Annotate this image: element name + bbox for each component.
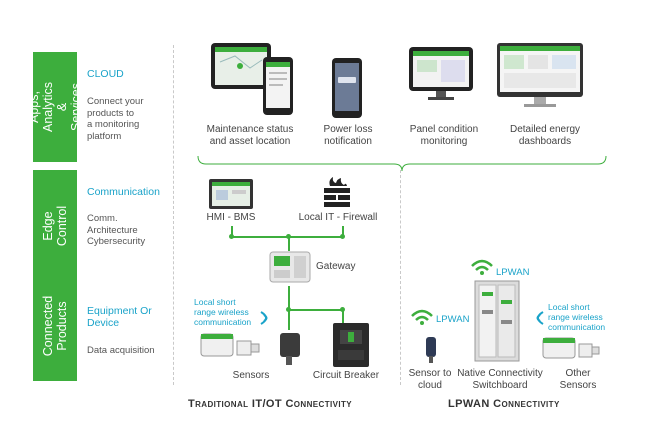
cap-gateway: Gateway [316,261,356,272]
layer-band-apps: Apps, Analytics & Services [27,52,83,162]
heading-traditional: Traditional IT/OT Connectivity [188,398,352,410]
cap-other-sensors: Other Sensors [559,368,597,391]
heading-lpwan: LPWAN Connectivity [448,398,560,410]
net-line-sensor-drop [288,310,290,330]
sensor-icon [200,333,234,357]
switchboard-icon [474,280,520,362]
cap-circuit-breaker: Circuit Breaker [312,370,380,381]
net-line-gw-up [288,237,290,251]
net-node [286,234,291,239]
tablet-icon [211,43,271,89]
lpwan-label-top: LPWAN [496,267,530,278]
net-line-fw-drop [342,226,344,237]
layer-desc-equipment: Data acquisition [87,345,155,356]
cap-sensor-to-cloud: Sensor to cloud [408,368,452,391]
sensor-icon [280,333,300,365]
layer-title-cloud: CLOUD [87,68,124,80]
wifi-icon [536,311,544,325]
sensor-icon [236,340,260,356]
cap-power-loss: Power loss notification [323,124,373,147]
layer-desc-communication: Comm. Architecture Cybersecurity [87,213,146,247]
net-line-breaker-drop [342,310,344,324]
sensor-icon [426,337,436,363]
cap-sensors: Sensors [232,370,270,381]
layer-band-edge: Edge Control [33,170,77,282]
net-node [229,234,234,239]
net-line-hmi-drop [231,226,233,237]
firewall-icon [324,177,350,207]
cap-maintenance: Maintenance status and asset location [206,124,294,147]
layer-band-products-label: Connected Products [41,295,69,357]
separator-left [173,45,174,385]
sensor-icon [542,337,576,359]
layer-band-apps-label: Apps, Analytics & Services [27,81,84,133]
layer-title-equipment: Equipment Or Device [87,305,152,329]
cap-panel-condition: Panel condition monitoring [409,124,479,147]
cap-energy-dashboards: Detailed energy dashboards [509,124,581,147]
gateway-icon [269,251,311,283]
net-node [340,234,345,239]
lpwan-label-left: LPWAN [436,314,470,325]
lpwan-wireless-label: Local short range wireless communication [548,302,606,332]
layer-desc-cloud: Connect your products to a monitoring pl… [87,96,144,142]
separator-middle [400,170,401,385]
wifi-icon [411,309,433,325]
net-node [340,307,345,312]
cap-hmi: HMI - BMS [206,212,256,223]
wifi-icon [471,259,493,275]
monitor-icon [409,47,473,100]
net-line-gw-down [288,286,290,310]
circuit-breaker-icon [333,323,369,367]
layer-band-edge-label: Edge Control [41,205,69,247]
layer-band-products: Connected Products [33,271,77,381]
net-line-bottom [288,309,344,311]
monitor-icon [497,43,583,107]
phone-icon [263,57,293,115]
sensor-icon [578,343,600,358]
phone-icon [332,58,362,118]
traditional-wireless-label: Local short range wireless communication [194,297,252,327]
hmi-panel-icon [209,179,253,209]
net-node [286,307,291,312]
layer-title-communication: Communication [87,186,160,198]
cloud-bracket [197,155,607,172]
cap-switchboard: Native Connectivity Switchboard [457,368,543,391]
cap-firewall: Local IT - Firewall [298,212,378,223]
wifi-icon [260,311,268,325]
